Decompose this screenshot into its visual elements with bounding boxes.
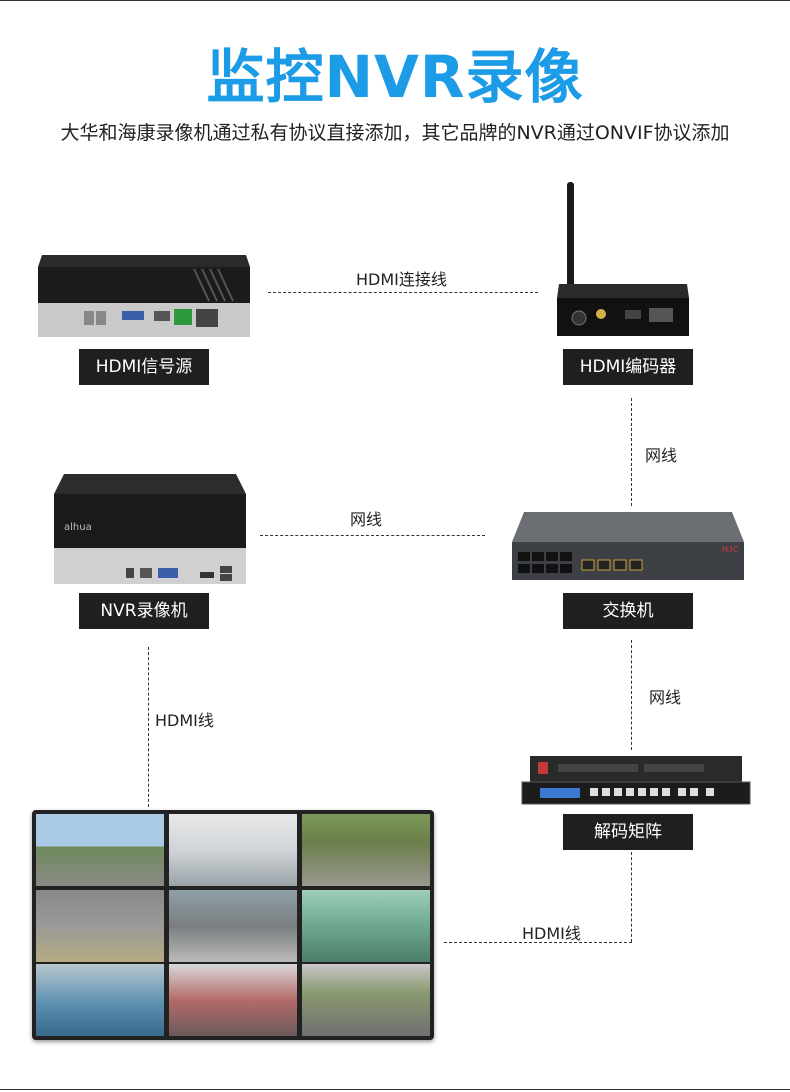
matrix-wall-line-vertical — [631, 852, 632, 942]
camera-view-lot — [36, 890, 164, 962]
video-wall — [32, 810, 434, 1040]
camera-view-garage — [302, 890, 430, 962]
nvr-brand-text: alhua — [64, 522, 92, 533]
camera-view-parking — [302, 814, 430, 886]
page-subtitle: 大华和海康录像机通过私有协议直接添加，其它品牌的NVR通过ONVIF协议添加 — [60, 122, 730, 144]
top-rule — [0, 0, 790, 1]
switch-label: 交换机 — [563, 593, 693, 629]
hdmi-source-device — [38, 255, 250, 337]
network-switch-device: H3C — [512, 512, 744, 580]
matrix-wall-label: HDMI线 — [522, 924, 581, 943]
nvr-switch-line — [260, 535, 485, 536]
nvr-device: alhua — [54, 474, 246, 584]
switch-matrix-line — [631, 640, 632, 750]
hdmi-cable-label: HDMI连接线 — [356, 270, 447, 289]
encoder-switch-line — [631, 398, 632, 506]
encoder-switch-label: 网线 — [645, 446, 678, 465]
nvr-wall-label: HDMI线 — [155, 711, 214, 730]
decoder-matrix-label: 解码矩阵 — [563, 814, 693, 850]
camera-view-highway — [302, 964, 430, 1036]
hdmi-encoder-label: HDMI编码器 — [563, 349, 693, 385]
camera-view-shopping-street — [169, 964, 297, 1036]
nvr-switch-label: 网线 — [350, 510, 383, 529]
camera-view-street — [36, 814, 164, 886]
camera-view-office — [169, 814, 297, 886]
camera-view-factory — [36, 964, 164, 1036]
hdmi-cable-line — [268, 292, 538, 293]
nvr-label: NVR录像机 — [79, 593, 209, 629]
switch-brand-text: H3C — [722, 545, 739, 554]
switch-matrix-label: 网线 — [649, 688, 682, 707]
matrix-wall-line-horizontal — [444, 942, 632, 943]
camera-view-traffic — [169, 890, 297, 962]
bottom-rule — [0, 1089, 790, 1090]
nvr-wall-line — [148, 647, 149, 807]
hdmi-encoder-device — [557, 182, 689, 336]
page-title: 监控NVR录像 — [206, 43, 584, 111]
decoder-matrix-device — [521, 756, 751, 805]
hdmi-source-label: HDMI信号源 — [79, 349, 209, 385]
